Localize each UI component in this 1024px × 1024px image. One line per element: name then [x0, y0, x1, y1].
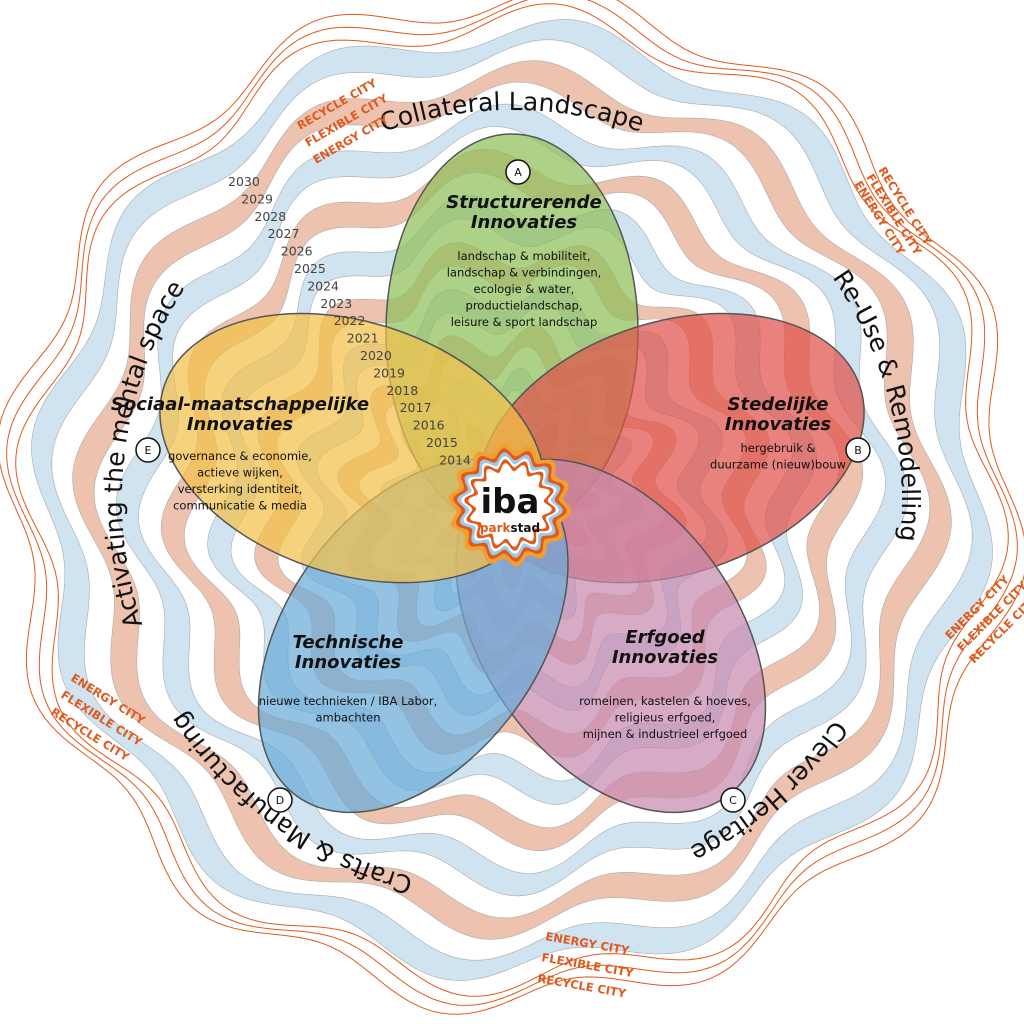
year-label: 2024 [307, 278, 339, 293]
year-label: 2020 [360, 348, 392, 363]
year-label: 2028 [254, 209, 286, 224]
year-label: 2022 [334, 313, 366, 328]
year-label: 2027 [268, 226, 300, 241]
petal-description: religieus erfgoed, [615, 711, 716, 725]
year-label: 2025 [294, 261, 326, 276]
petal-description: versterking identiteit, [178, 482, 303, 496]
petal-title: Innovaties [187, 414, 294, 435]
petal-letter: B [854, 444, 862, 457]
petal-letter-badge [135, 437, 161, 463]
petal-description: communicatie & media [173, 499, 307, 513]
petal-description: duurzame (nieuw)bouw [710, 458, 846, 472]
petal-description: governance & economie, [168, 449, 312, 463]
year-label: 2014 [439, 452, 471, 467]
logo-parkstad: parkstad [480, 521, 540, 535]
petal-letter: E [145, 444, 152, 457]
year-label: 2023 [320, 296, 352, 311]
petal-description: mijnen & industrieel erfgoed [583, 727, 748, 741]
petal-letter-badge [720, 787, 746, 813]
petal-description: hergebruik & [740, 441, 815, 455]
year-label: 2016 [413, 418, 445, 433]
petal-title: Sociaal-maatschappelijke [111, 394, 369, 415]
petal-title: Innovaties [295, 652, 402, 673]
year-label: 2017 [400, 400, 432, 415]
iba-parkstad-logo: iba parkstad [448, 443, 572, 567]
year-label: 2015 [426, 435, 458, 450]
petal-letter-badge [505, 159, 531, 185]
petal-letter-badge [267, 787, 293, 813]
petal-description: ambachten [315, 711, 380, 725]
petal-description: romeinen, kastelen & hoeves, [579, 694, 751, 708]
petal-title: Technische [292, 632, 403, 653]
year-label: 2021 [347, 331, 379, 346]
petal-title: Stedelijke [728, 394, 829, 415]
petal-letter: C [729, 794, 737, 807]
year-label: 2019 [373, 365, 405, 380]
year-label: 2030 [228, 174, 260, 189]
petal-description: nieuwe technieken / IBA Labor, [259, 694, 438, 708]
petal-title: Erfgoed [625, 627, 705, 648]
petal-title: Structurerende [446, 192, 601, 213]
logo-iba: iba [481, 482, 540, 522]
petal-letter-badge [845, 437, 871, 463]
petal-description: productielandschap, [466, 299, 583, 313]
petal-letter: A [514, 166, 522, 179]
year-label: 2018 [386, 383, 418, 398]
petal-letter: D [276, 794, 284, 807]
petal-title: Innovaties [471, 212, 578, 233]
year-label: 2029 [241, 191, 273, 206]
petal-description: leisure & sport landschap [451, 315, 598, 329]
petal-description: ecologie & water, [474, 282, 575, 296]
year-label: 2026 [281, 244, 313, 259]
petal-description: landschap & verbindingen, [447, 266, 602, 280]
petal-title: Innovaties [725, 414, 832, 435]
petal-description: landschap & mobiliteit, [457, 249, 590, 263]
year-labels: 2030 2029 2028 2027 2026 2025 2024 2023 2022 2021… [228, 174, 471, 467]
petal-description: actieve wijken, [197, 466, 283, 480]
petal-title: Innovaties [612, 647, 719, 668]
